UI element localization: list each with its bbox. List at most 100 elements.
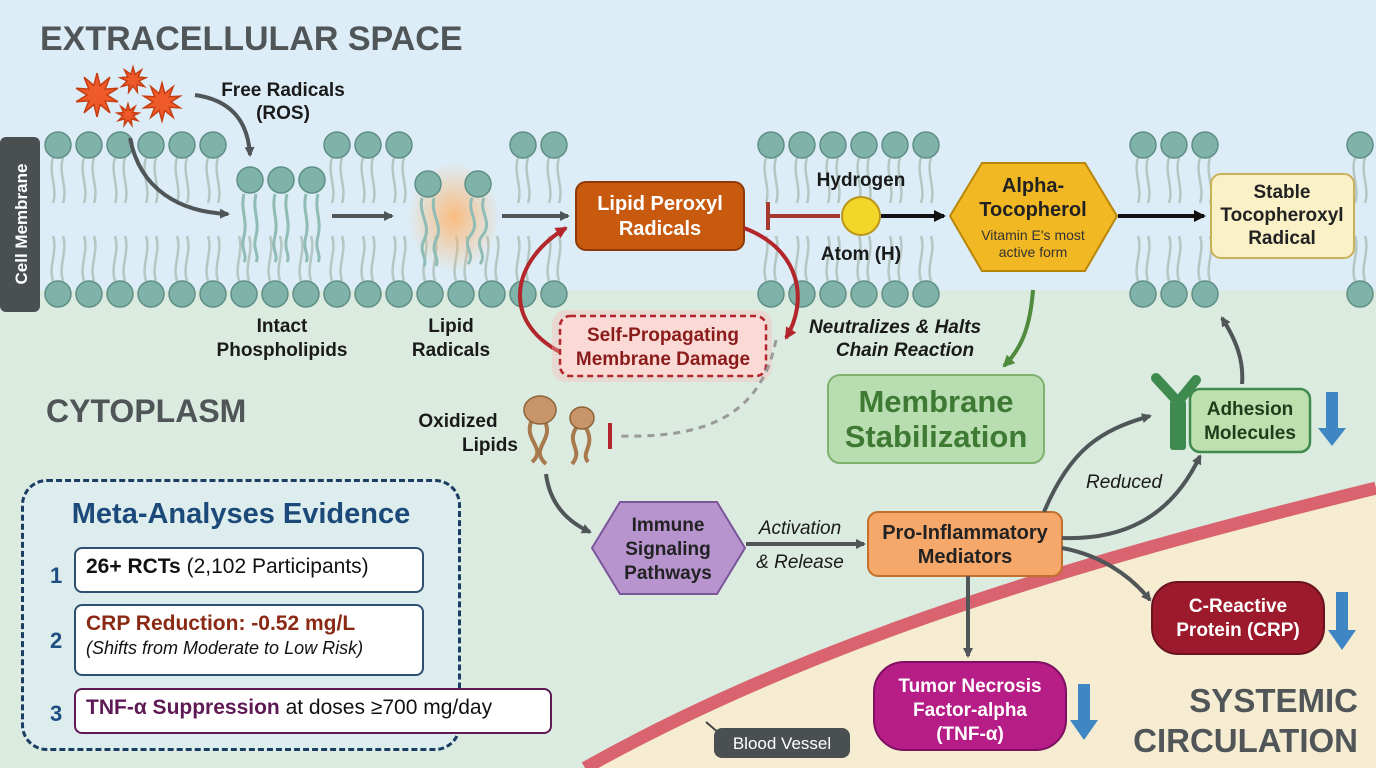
membrane-tail [81, 235, 87, 282]
membrane-head [478, 280, 506, 308]
membrane-tail [825, 235, 831, 282]
membrane-tail [515, 235, 521, 282]
membrane-head [1346, 280, 1374, 308]
membrane-tail [60, 235, 66, 282]
membrane-head [1129, 131, 1157, 159]
membrane-head [788, 131, 816, 159]
membrane-tail [1176, 157, 1182, 204]
membrane-head [199, 280, 227, 308]
membrane-head [106, 131, 134, 159]
blood-vessel-tag [714, 728, 850, 758]
membrane-head [230, 280, 258, 308]
membrane-tail [794, 157, 800, 204]
membrane-tails [50, 157, 1368, 282]
membrane-tail [215, 157, 221, 204]
membrane-tail [391, 235, 397, 282]
crp-decrease-icon [1328, 592, 1356, 650]
membrane-tail [360, 235, 366, 282]
tocopherol-label-2: Tocopherol [979, 199, 1086, 221]
membrane-head [416, 280, 444, 308]
membrane-tail [153, 235, 159, 282]
membrane-head [757, 131, 785, 159]
lipid-radicals-label-2: Radicals [412, 340, 490, 361]
membrane-tail [174, 235, 180, 282]
membrane-head [75, 280, 103, 308]
ros-arrow-1 [194, 93, 255, 157]
activation-label: Activation [758, 518, 841, 539]
membrane-tail [112, 235, 118, 282]
loop-arrow-right [743, 226, 800, 340]
membrane-tail [184, 157, 190, 204]
stabilization-label: Membrane [858, 384, 1013, 419]
circulation-region [590, 492, 1376, 768]
membrane-head [75, 131, 103, 159]
membrane-tail [91, 235, 97, 282]
membrane-head [323, 131, 351, 159]
membrane-head [168, 131, 196, 159]
membrane-tail [1145, 157, 1151, 204]
evidence-panel: Meta-Analyses Evidence 1 26+ RCTs (2,102… [21, 479, 552, 751]
membrane-head [44, 131, 72, 159]
evidence-item-2: 2 CRP Reduction: -0.52 mg/L (Shifts from… [24, 602, 458, 680]
membrane-tail [236, 235, 242, 282]
membrane-tail [918, 235, 924, 282]
membrane-head [1129, 280, 1157, 308]
crp-label: C-Reactive [1189, 596, 1287, 617]
evidence-item-3: 3 TNF-α Suppression at doses ≥700 mg/day [24, 684, 552, 744]
membrane-head [137, 280, 165, 308]
membrane-tail [215, 235, 221, 282]
membrane-tail [60, 157, 66, 204]
pro-inflammatory-node [867, 511, 1063, 577]
alpha-tocopherol-node [948, 162, 1119, 272]
stable-label-3: Radical [1248, 228, 1316, 249]
membrane-tail [112, 157, 118, 204]
membrane-tail [525, 157, 531, 204]
neutralizes-label-2: Chain Reaction [836, 340, 974, 361]
membrane-tail [866, 235, 872, 282]
tnf-label: Tumor Necrosis [898, 676, 1041, 697]
hydrogen-label: Hydrogen [817, 170, 906, 191]
membrane-tail [174, 157, 180, 204]
membrane-tail [804, 235, 810, 282]
evidence-text: at doses ≥700 mg/day [279, 696, 493, 719]
dashed-inhibition-line [617, 339, 778, 438]
evidence-bold: 26+ RCTs [86, 555, 181, 578]
membrane-head [323, 280, 351, 308]
membrane-tail [773, 157, 779, 204]
membrane-tail [1166, 235, 1172, 282]
membrane-head [354, 280, 382, 308]
membrane-tail [50, 235, 56, 282]
membrane-tail [339, 157, 345, 204]
membrane-tail [825, 157, 831, 204]
membrane-heads [44, 131, 1374, 308]
evidence-subtext: (Shifts from Moderate to Low Risk) [86, 638, 364, 658]
membrane-tail [329, 235, 335, 282]
blood-vessel-wall [581, 481, 1376, 768]
membrane-tail [267, 235, 273, 282]
crp-label-2: Protein (CRP) [1176, 620, 1300, 641]
tnf-label-2: Factor-alpha [913, 700, 1027, 721]
evidence-bold: CRP Reduction: -0.52 mg/L [86, 612, 356, 635]
tocopherol-sub: Vitamin E's most [981, 227, 1085, 243]
membrane-head [168, 280, 196, 308]
membrane-tail [277, 235, 283, 282]
stable-label-2: Tocopheroxyl [1220, 205, 1343, 226]
membrane-head [850, 280, 878, 308]
tnf-label-3: (TNF-α) [936, 724, 1004, 745]
membrane-head [881, 280, 909, 308]
membrane-head [261, 280, 289, 308]
stable-radical-node [1210, 173, 1355, 259]
free-radicals-icon [75, 64, 183, 128]
free-radicals-label-2: (ROS) [256, 103, 310, 124]
membrane-head [1191, 131, 1219, 159]
membrane-head [385, 280, 413, 308]
membrane-tail [1145, 235, 1151, 282]
neutralizes-label: Neutralizes & Halts [809, 317, 981, 338]
membrane-tail [360, 157, 366, 204]
evidence-card: TNF-α Suppression at doses ≥700 mg/day [74, 688, 552, 734]
evidence-bold: TNF-α Suppression [86, 696, 280, 719]
membrane-head [447, 280, 475, 308]
membrane-head [850, 131, 878, 159]
oxidized-lipids-icon [523, 395, 595, 466]
membrane-tail [205, 157, 211, 204]
